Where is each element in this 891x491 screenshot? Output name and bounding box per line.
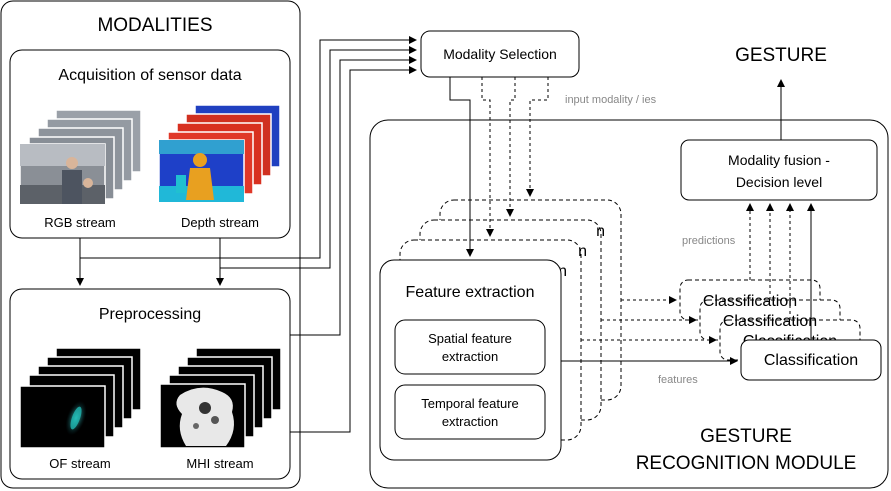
- gesture-title: GESTURE: [735, 45, 827, 66]
- svg-text:Classification: Classification: [723, 313, 817, 330]
- preprocessing-title: Preprocessing: [99, 306, 201, 323]
- rgb-stream-label: RGB stream: [44, 215, 116, 230]
- modality-fusion-box: Modality fusion - Decision level: [680, 139, 878, 201]
- streams-to-selection-lines: [80, 36, 417, 433]
- of-stream-image: [19, 347, 142, 449]
- temporal-feature-box: [394, 384, 546, 440]
- modality-selection-label: Modality Selection: [443, 46, 557, 62]
- features-annotation: features: [658, 374, 698, 386]
- of-stream-label: OF stream: [49, 456, 110, 471]
- recognition-module-title-line1: GESTURE: [700, 426, 792, 447]
- fusion-label-line2: Decision level: [736, 174, 822, 190]
- fusion-label-line1: Modality fusion -: [728, 152, 830, 168]
- mhi-stream-image: [159, 347, 282, 449]
- spatial-feature-line1: Spatial feature: [428, 331, 512, 346]
- acquisition-box: Acquisition of sensor data RGB stream: [9, 49, 291, 239]
- svg-text:n: n: [596, 223, 605, 240]
- svg-text:n: n: [578, 243, 587, 260]
- input-modality-annotation: input modality / ies: [565, 94, 657, 106]
- preprocessing-box: Preprocessing OF stream: [9, 288, 291, 480]
- recognition-module-title-line2: RECOGNITION MODULE: [636, 453, 857, 474]
- selection-to-extraction-arrows: [449, 77, 474, 257]
- classification-to-fusion-dashed-arrows: [746, 203, 794, 320]
- mhi-stream-label: MHI stream: [186, 456, 253, 471]
- feature-extraction-ghost-labels: n n n: [558, 223, 605, 280]
- depth-stream-label: Depth stream: [181, 215, 259, 230]
- rgb-stream-image: [19, 109, 142, 205]
- selection-to-extraction-dashed-arrows: [481, 77, 549, 237]
- temporal-feature-line1: Temporal feature: [421, 396, 519, 411]
- classification-box: Classification: [740, 339, 882, 381]
- feature-extraction-title: Feature extraction: [406, 284, 535, 301]
- predictions-annotation: predictions: [682, 235, 736, 247]
- modality-selection-box: Modality Selection: [420, 30, 580, 78]
- acquisition-to-preprocessing-arrows: [76, 238, 224, 286]
- spatial-feature-line2: extraction: [442, 349, 498, 364]
- feature-extraction-box: Feature extraction Spatial feature extra…: [379, 259, 562, 461]
- classification-label: Classification: [764, 352, 858, 369]
- svg-text:n: n: [558, 263, 567, 280]
- acquisition-title: Acquisition of sensor data: [58, 67, 241, 84]
- features-to-classification-dashed-arrows: [581, 296, 717, 344]
- modalities-panel: MODALITIES Acquisition of sensor data RG…: [0, 0, 301, 489]
- temporal-feature-line2: extraction: [442, 414, 498, 429]
- depth-stream-image: [158, 104, 281, 203]
- spatial-feature-box: [394, 319, 546, 375]
- modalities-title: MODALITIES: [97, 15, 212, 36]
- svg-text:Classification: Classification: [703, 293, 797, 310]
